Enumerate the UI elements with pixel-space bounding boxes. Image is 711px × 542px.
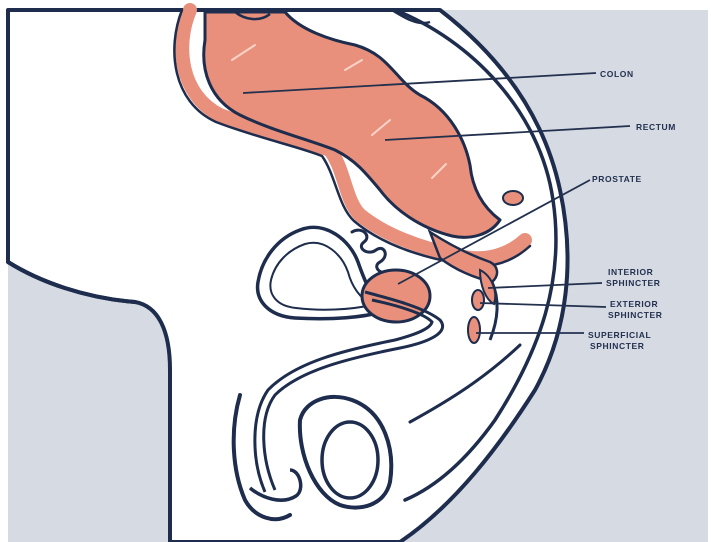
exterior-sphincter-shape (472, 290, 484, 310)
label-interior-line1: INTERIOR (608, 267, 653, 277)
tissue-blob (503, 191, 523, 205)
label-superficial-line1: SUPERFICIAL (588, 330, 651, 340)
label-exterior-line1: EXTERIOR (610, 299, 658, 309)
label-superficial-line2: SPHINCTER (590, 341, 645, 351)
label-interior-line2: SPHINCTER (606, 278, 661, 288)
label-colon: COLON (600, 69, 634, 79)
label-prostate: PROSTATE (592, 174, 642, 184)
testicle (322, 422, 378, 498)
label-rectum: RECTUM (636, 122, 676, 132)
label-exterior-line2: SPHINCTER (608, 310, 663, 320)
superficial-sphincter-shape (468, 317, 480, 343)
